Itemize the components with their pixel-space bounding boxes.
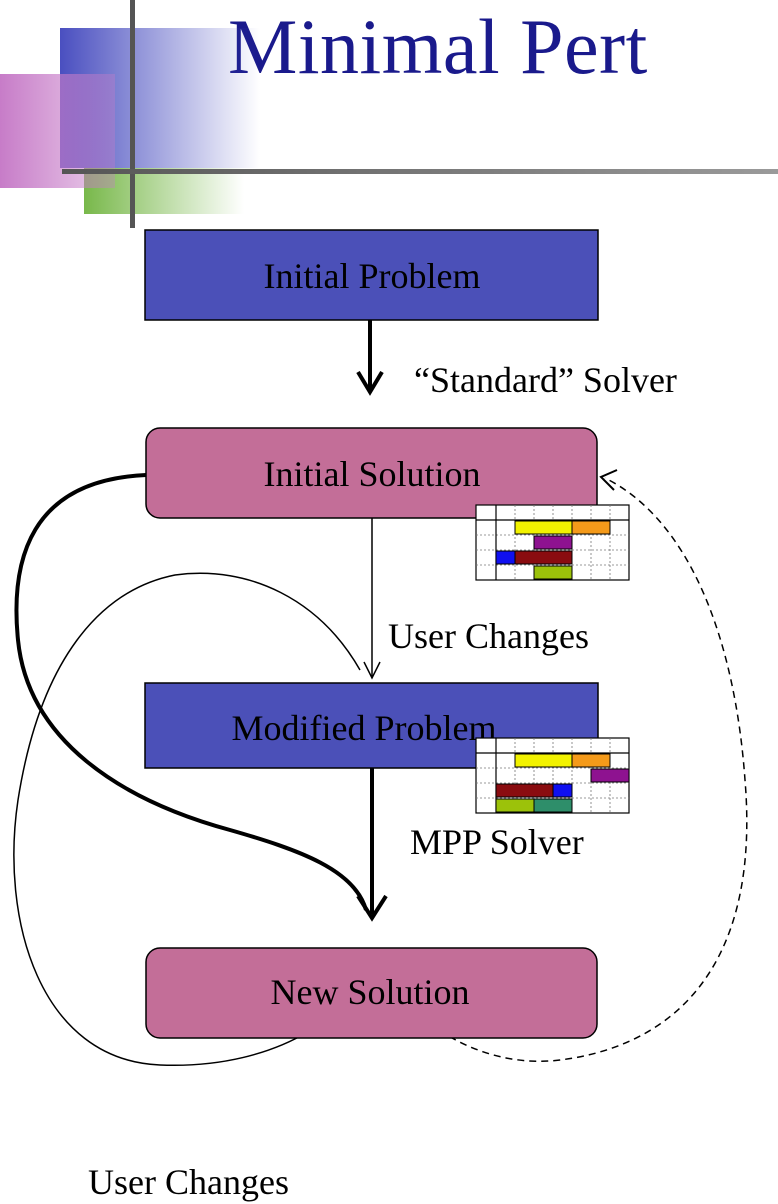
- initial-problem-label: Initial Problem: [264, 256, 481, 296]
- schedule-grid-initial: [475, 504, 630, 581]
- arrowhead: [599, 469, 618, 491]
- box-new-solution: New Solution: [145, 947, 598, 1039]
- box-modified-problem: Modified Problem: [144, 682, 599, 769]
- user-changes-bottom-label: User Changes: [88, 1162, 289, 1202]
- new-solution-label: New Solution: [270, 972, 469, 1012]
- schedule-grid-new: [475, 737, 630, 814]
- schedule-task-bar: [533, 798, 573, 813]
- arrowhead: [363, 661, 381, 680]
- standard-solver-label: “Standard” Solver: [414, 360, 677, 400]
- schedule-task-bar: [571, 520, 611, 535]
- dashed-feedback-curve: [371, 477, 748, 1062]
- schedule-task-bar: [552, 783, 573, 798]
- schedule-task-bar: [514, 753, 573, 768]
- thick-bypass-curve: [14, 473, 368, 911]
- title-decoration: [0, 0, 778, 228]
- title-underline: [62, 169, 778, 174]
- arrowhead: [356, 370, 384, 396]
- user-changes-loop: [13, 572, 373, 1066]
- schedule-task-bar: [495, 783, 554, 798]
- schedule-task-bar: [514, 550, 573, 565]
- schedule-task-bar: [495, 798, 535, 813]
- deco-vertical-rule: [130, 0, 135, 228]
- schedule-task-bar: [571, 753, 611, 768]
- user-changes-middle-label: User Changes: [388, 616, 589, 656]
- box-initial-problem: Initial Problem: [144, 229, 599, 321]
- schedule-task-bar: [533, 535, 573, 550]
- modified-problem-label: Modified Problem: [232, 708, 497, 748]
- schedule-task-bar: [533, 565, 573, 580]
- schedule-task-bar: [590, 768, 630, 783]
- slide-title: Minimal Pert: [228, 3, 648, 90]
- box-initial-solution: Initial Solution: [145, 427, 598, 519]
- mpp-solver-label: MPP Solver: [410, 822, 584, 862]
- schedule-task-bar: [495, 550, 516, 565]
- initial-solution-label: Initial Solution: [263, 454, 480, 494]
- schedule-task-bar: [514, 520, 573, 535]
